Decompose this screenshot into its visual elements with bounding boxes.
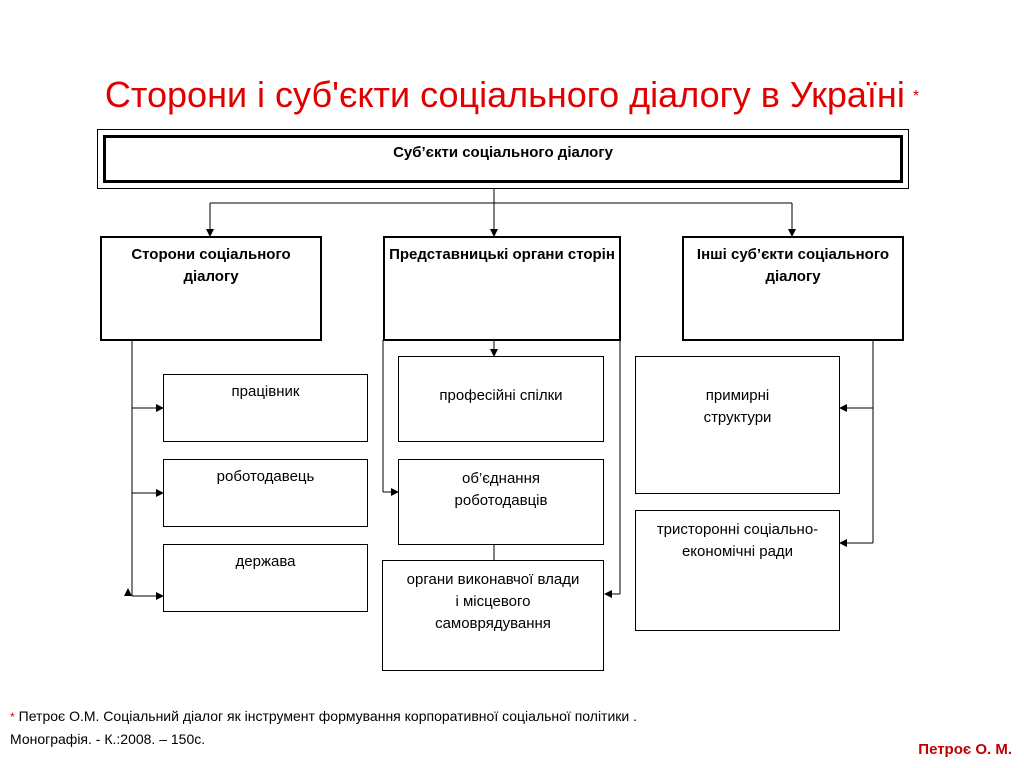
item-conciliation-structures-box: примирні структури bbox=[635, 356, 840, 494]
reference-line1: Петроє О.М. Соціальний діалог як інструм… bbox=[18, 708, 638, 724]
header-box: Суб’єкти соціального діалогу bbox=[103, 135, 903, 183]
item-trade-unions-box: професійні спілки bbox=[398, 356, 604, 442]
title-footnote-mark: * bbox=[912, 88, 920, 106]
group-sides-box: Сторони соціального діалогу bbox=[100, 236, 322, 341]
title-text: Сторони і суб'єкти соціального діалогу в… bbox=[104, 74, 905, 115]
header-frame bbox=[97, 129, 909, 189]
group-other-subjects-box: Інші суб’єкти соціального діалогу bbox=[682, 236, 904, 341]
item-worker-box: працівник bbox=[163, 374, 368, 442]
item-employer-box: роботодавець bbox=[163, 459, 368, 527]
item-employer-associations-box: об’єднання роботодавців bbox=[398, 459, 604, 545]
reference-note: *Петроє О.М. Соціальний діалог як інстру… bbox=[10, 705, 810, 750]
slide-title: Сторони і суб'єкти соціального діалогу в… bbox=[0, 74, 1024, 116]
reference-line2: Монографія. - К.:2008. – 150с. bbox=[10, 731, 206, 747]
small-arrowhead-icon bbox=[124, 588, 132, 596]
item-tripartite-councils-box: тристоронні соціально-економічні ради bbox=[635, 510, 840, 631]
item-state-box: держава bbox=[163, 544, 368, 612]
reference-mark: * bbox=[10, 710, 15, 724]
group-representatives-box: Представницькі органи сторін bbox=[383, 236, 621, 341]
author-signature: Петроє О. М. bbox=[918, 741, 1012, 758]
item-executive-authorities-box: органи виконавчої влади і місцевого само… bbox=[382, 560, 604, 671]
